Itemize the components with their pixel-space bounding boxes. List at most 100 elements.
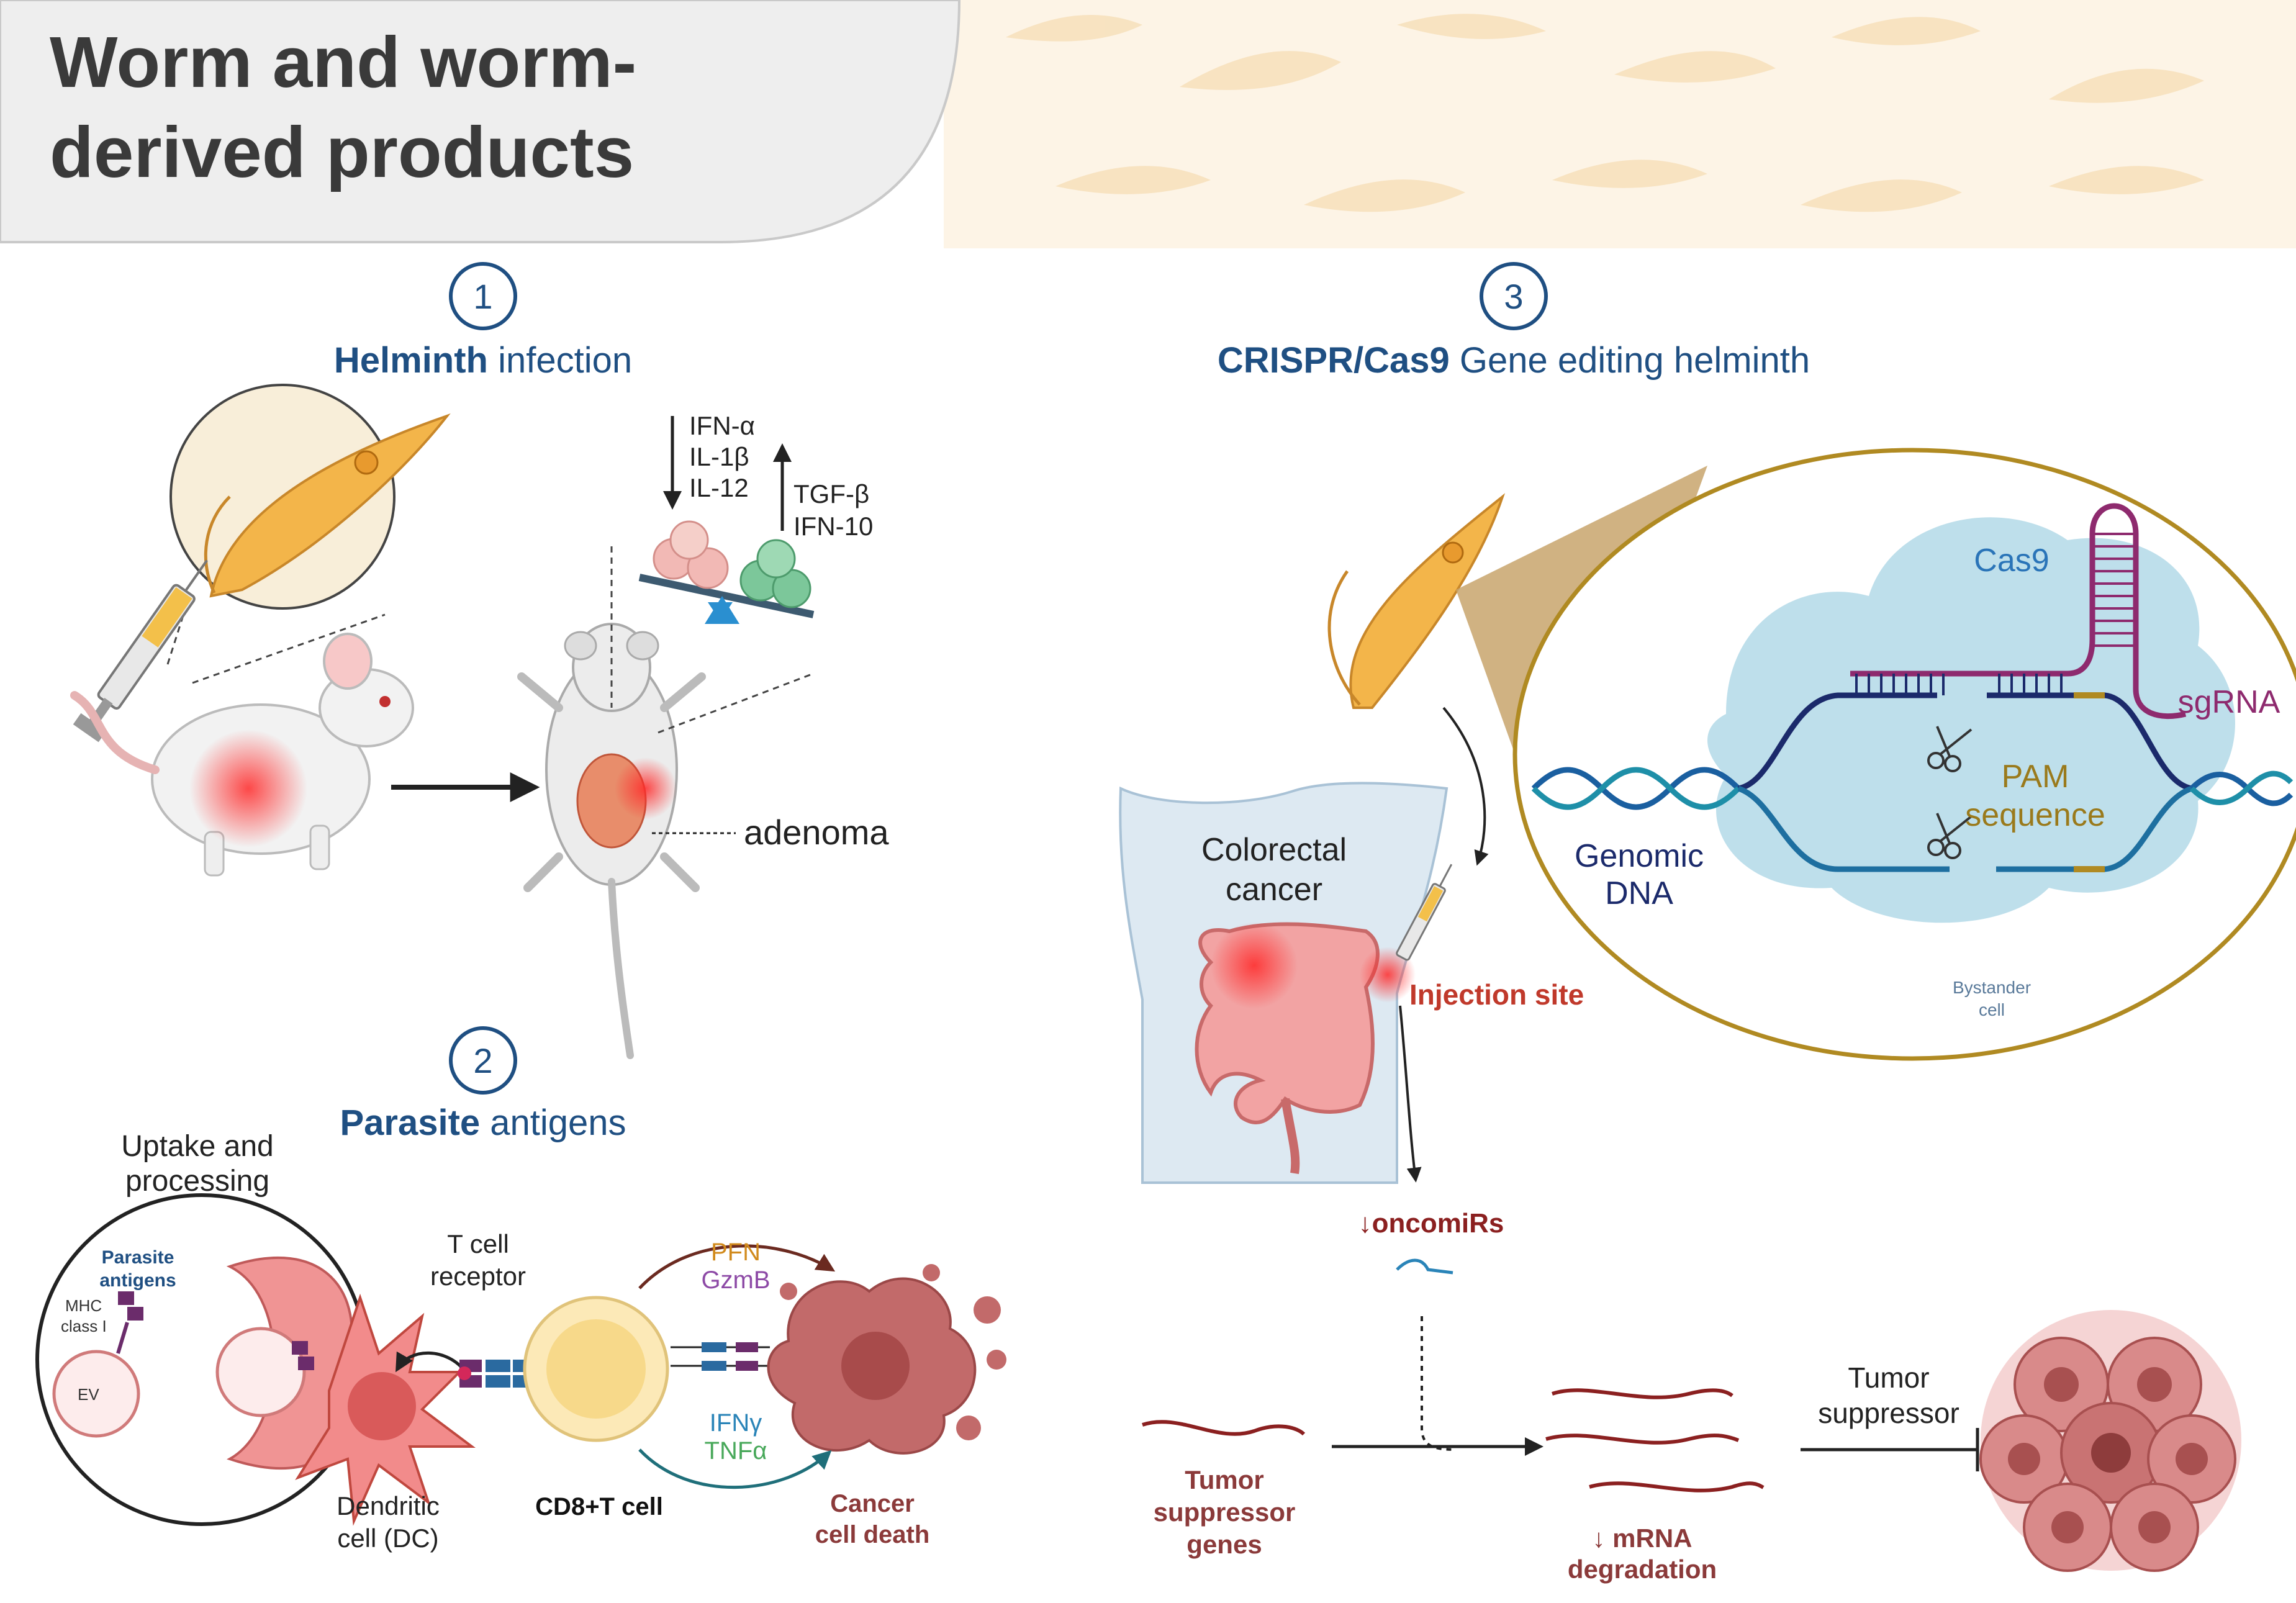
- section-1-title-rest: infection: [488, 340, 632, 381]
- cd8-label: CD8+T cell: [535, 1493, 663, 1520]
- section-2-title-rest: antigens: [480, 1103, 626, 1143]
- colorectal-line-1: Colorectal: [1201, 832, 1347, 868]
- helminth-worm-icon-2: [1349, 493, 1506, 709]
- cancer-death-line-1: Cancer: [830, 1490, 915, 1517]
- pam-label-line-1: PAM: [2002, 759, 2069, 795]
- mrna-line-1: ↓ mRNA: [1592, 1524, 1692, 1553]
- mhc-label-line-2: class I: [61, 1317, 107, 1335]
- panel-helminth-infection: IFN-α IL-1β IL-12 TGF-β IFN-10: [70, 384, 889, 1059]
- parasite-antigens-line-1: Parasite: [102, 1247, 174, 1268]
- section-3-heading: 3 CRISPR/Cas9 Gene editing helminth: [1218, 262, 1810, 381]
- section-3-title-rest: Gene editing helminth: [1450, 340, 1810, 381]
- section-1-badge: [449, 262, 517, 330]
- cytokine-up-2: IFN-10: [793, 512, 873, 541]
- title-panel: [0, 0, 961, 243]
- dc-label-line-2: cell (DC): [337, 1524, 438, 1553]
- mirna-inhibition-dotted: [1421, 1316, 1457, 1451]
- syringe-icon: [73, 559, 208, 743]
- mouse-top-icon: [517, 623, 706, 1059]
- worm-to-injection-arrow: [1442, 707, 1489, 866]
- genomic-dna-line-2: DNA: [1605, 875, 1673, 911]
- dna-bottom-strand-right: [1996, 785, 2193, 872]
- cas9-protein-blob: [1707, 517, 2235, 923]
- dc-label-line-1: Dendritic: [337, 1491, 440, 1520]
- endosome: [215, 1327, 306, 1417]
- svg-text:Parasite antigens: Parasite antigens: [340, 1103, 626, 1143]
- helminth-worm-icon: [209, 413, 451, 598]
- tsg-line-1: Tumor: [1185, 1465, 1264, 1494]
- title-line-1: Worm and worm-: [50, 22, 636, 102]
- worm-pattern-background: [1006, 14, 2204, 212]
- scissors-icon-top: [1927, 726, 1973, 772]
- tnfa-label: TNFα: [705, 1437, 767, 1465]
- colorectal-line-2: cancer: [1226, 872, 1322, 908]
- cancer-cell-death-icon: [767, 1264, 1006, 1455]
- mirna-icon: [1396, 1258, 1453, 1275]
- injection-site-label: Injection site: [1409, 978, 1584, 1011]
- cytokine-up-1: TGF-β: [793, 479, 869, 508]
- injection-glow: [1360, 947, 1416, 1003]
- genomic-dna-helix: [1531, 767, 1741, 810]
- tsg-line-2: suppressor: [1154, 1497, 1296, 1527]
- rectum: [1281, 1098, 1300, 1175]
- worm-tail: [204, 495, 231, 594]
- section-2-title-bold: Parasite: [340, 1103, 480, 1143]
- injection-syringe-icon: [1396, 864, 1453, 961]
- dna-bottom-strand-left: [1737, 785, 1950, 872]
- mrna-strands-icon: [1545, 1388, 1765, 1492]
- immune-balance-icon: [638, 520, 815, 624]
- genomic-dna-line-1: Genomic: [1575, 838, 1704, 874]
- sgrna-hairpin-rungs: [2094, 533, 2135, 647]
- panel-parasite-antigens: Uptake and processing EV Parasite antige…: [35, 1130, 1006, 1553]
- header-banner: Worm and worm- derived products: [0, 0, 2296, 248]
- tumor-suppressor-line-2: suppressor: [1818, 1397, 1959, 1429]
- section-3-title-bold: CRISPR/Cas9: [1218, 340, 1450, 381]
- section-2-number: 2: [473, 1041, 492, 1080]
- cytokine-down-2: IL-1β: [689, 442, 749, 471]
- section-3-badge: [1480, 262, 1548, 330]
- genomic-dna-helix-right: [2189, 770, 2294, 806]
- tcr-label-line-1: T cell: [447, 1229, 509, 1258]
- bystander-line-1: Bystander: [1953, 978, 2031, 997]
- panel-crispr-cas9: Cas9 sgRNA: [1119, 448, 2296, 1584]
- section-2-heading: 2 Parasite antigens: [340, 1026, 626, 1143]
- section-2-badge: [449, 1026, 517, 1095]
- svg-text:CRISPR/Cas9 Gene editing helm: CRISPR/Cas9 Gene editing helminth: [1218, 340, 1810, 381]
- title-line-2: derived products: [50, 112, 634, 192]
- tsg-mrna-icon: [1142, 1420, 1306, 1436]
- cytokine-arrow: [638, 1448, 832, 1489]
- dna-top-strand-right: [1987, 692, 2193, 792]
- mhc-label-line-1: MHC: [65, 1296, 102, 1315]
- oncomirs-label: ↓oncomiRs: [1358, 1208, 1504, 1239]
- ev-label: EV: [78, 1385, 99, 1404]
- pam-label-line-2: sequence: [1965, 797, 2105, 833]
- extracellular-vesicle: [52, 1350, 140, 1438]
- dna-top-strand-left: [1737, 692, 1937, 792]
- cytotoxic-arrow: [638, 1244, 836, 1289]
- section-3-number: 3: [1504, 277, 1523, 316]
- ifng-label: IFNγ: [710, 1409, 762, 1437]
- tcr-cancer-complex: [671, 1342, 770, 1371]
- sgrna-strand: [1850, 503, 2187, 720]
- tcr-label-line-2: receptor: [430, 1262, 526, 1291]
- gzmb-label: GzmB: [701, 1267, 770, 1294]
- tumor-suppressor-line-1: Tumor: [1848, 1361, 1929, 1394]
- cytokine-down-1: IFN-α: [689, 411, 755, 440]
- mouse-side-icon: [70, 633, 414, 877]
- cancer-death-line-2: cell death: [815, 1521, 930, 1548]
- section-1-title-bold: Helminth: [334, 340, 488, 381]
- sgrna-label: sgRNA: [2178, 684, 2280, 720]
- uptake-label-line-1: Uptake and: [121, 1130, 274, 1163]
- cas9-label: Cas9: [1974, 543, 2049, 579]
- mrna-line-2: degradation: [1568, 1555, 1717, 1584]
- dc-nucleus: [348, 1372, 416, 1440]
- section-1-heading: 1 Helminth infection: [334, 262, 632, 381]
- tumor-glow: [1211, 922, 1298, 1009]
- tumor-cluster-icon: [1979, 1310, 2241, 1572]
- sgrna-dna-pairing: [1855, 674, 2063, 695]
- uptake-label-line-2: processing: [125, 1165, 269, 1198]
- worm-nucleus: [354, 450, 379, 475]
- parasite-antigens-line-2: antigens: [99, 1270, 176, 1291]
- tsg-line-3: genes: [1186, 1530, 1262, 1559]
